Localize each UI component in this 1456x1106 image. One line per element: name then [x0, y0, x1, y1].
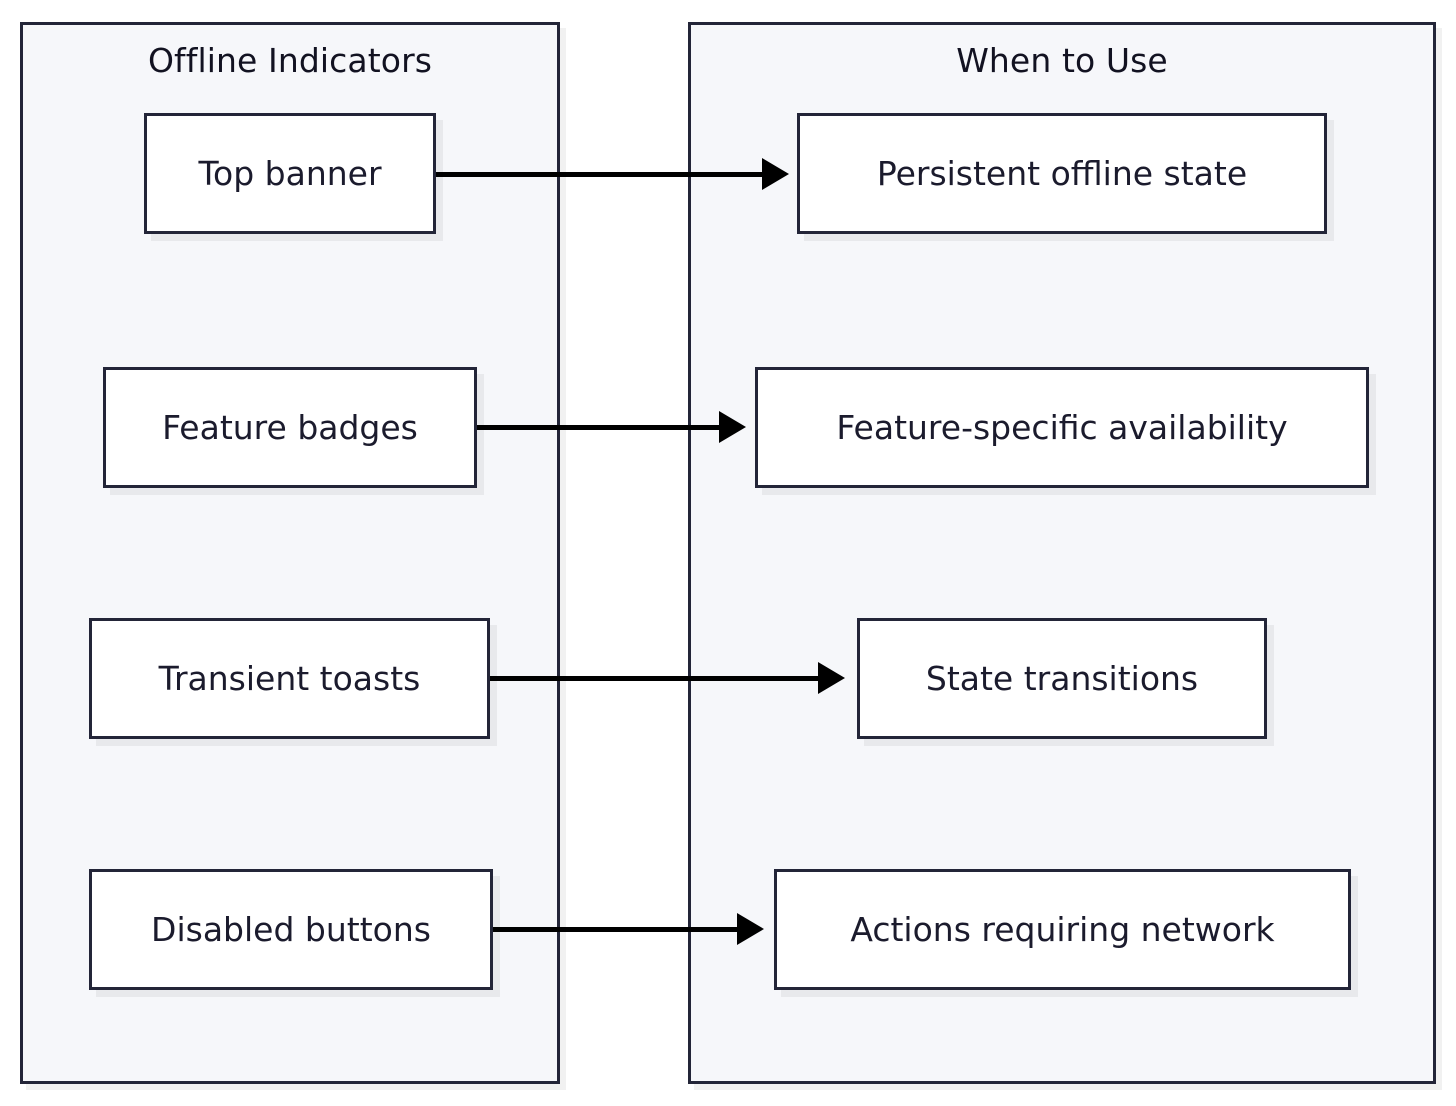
node-top-banner[interactable]: Top banner [144, 113, 436, 234]
node-actions-requiring-network[interactable]: Actions requiring network [774, 869, 1351, 990]
node-disabled-buttons[interactable]: Disabled buttons [89, 869, 493, 990]
node-label-top-banner: Top banner [198, 154, 382, 193]
node-label-disabled-buttons: Disabled buttons [151, 910, 431, 949]
edge-feature-badges-to-feature-specific-availability [477, 425, 721, 430]
node-feature-badges[interactable]: Feature badges [103, 367, 477, 488]
edge-top-banner-to-persistent-offline-state [436, 172, 766, 177]
arrowhead-icon [737, 913, 764, 945]
panel-title-offline-indicators: Offline Indicators [147, 41, 433, 80]
arrowhead-icon [762, 158, 789, 190]
node-label-state-transitions: State transitions [925, 659, 1199, 698]
node-label-persistent-offline-state: Persistent offline state [876, 154, 1248, 193]
node-transient-toasts[interactable]: Transient toasts [89, 618, 490, 739]
node-feature-specific-availability[interactable]: Feature-specific availability [755, 367, 1369, 488]
arrowhead-icon [719, 411, 746, 443]
node-persistent-offline-state[interactable]: Persistent offline state [797, 113, 1327, 234]
edge-transient-toasts-to-state-transitions [490, 676, 820, 681]
node-label-feature-specific-availability: Feature-specific availability [836, 408, 1288, 447]
panel-title-when-to-use: When to Use [956, 41, 1168, 80]
edge-disabled-buttons-to-actions-requiring-network [493, 927, 739, 932]
arrowhead-icon [818, 662, 845, 694]
node-label-actions-requiring-network: Actions requiring network [850, 910, 1275, 949]
node-label-transient-toasts: Transient toasts [158, 659, 421, 698]
node-state-transitions[interactable]: State transitions [857, 618, 1267, 739]
node-label-feature-badges: Feature badges [162, 408, 418, 447]
